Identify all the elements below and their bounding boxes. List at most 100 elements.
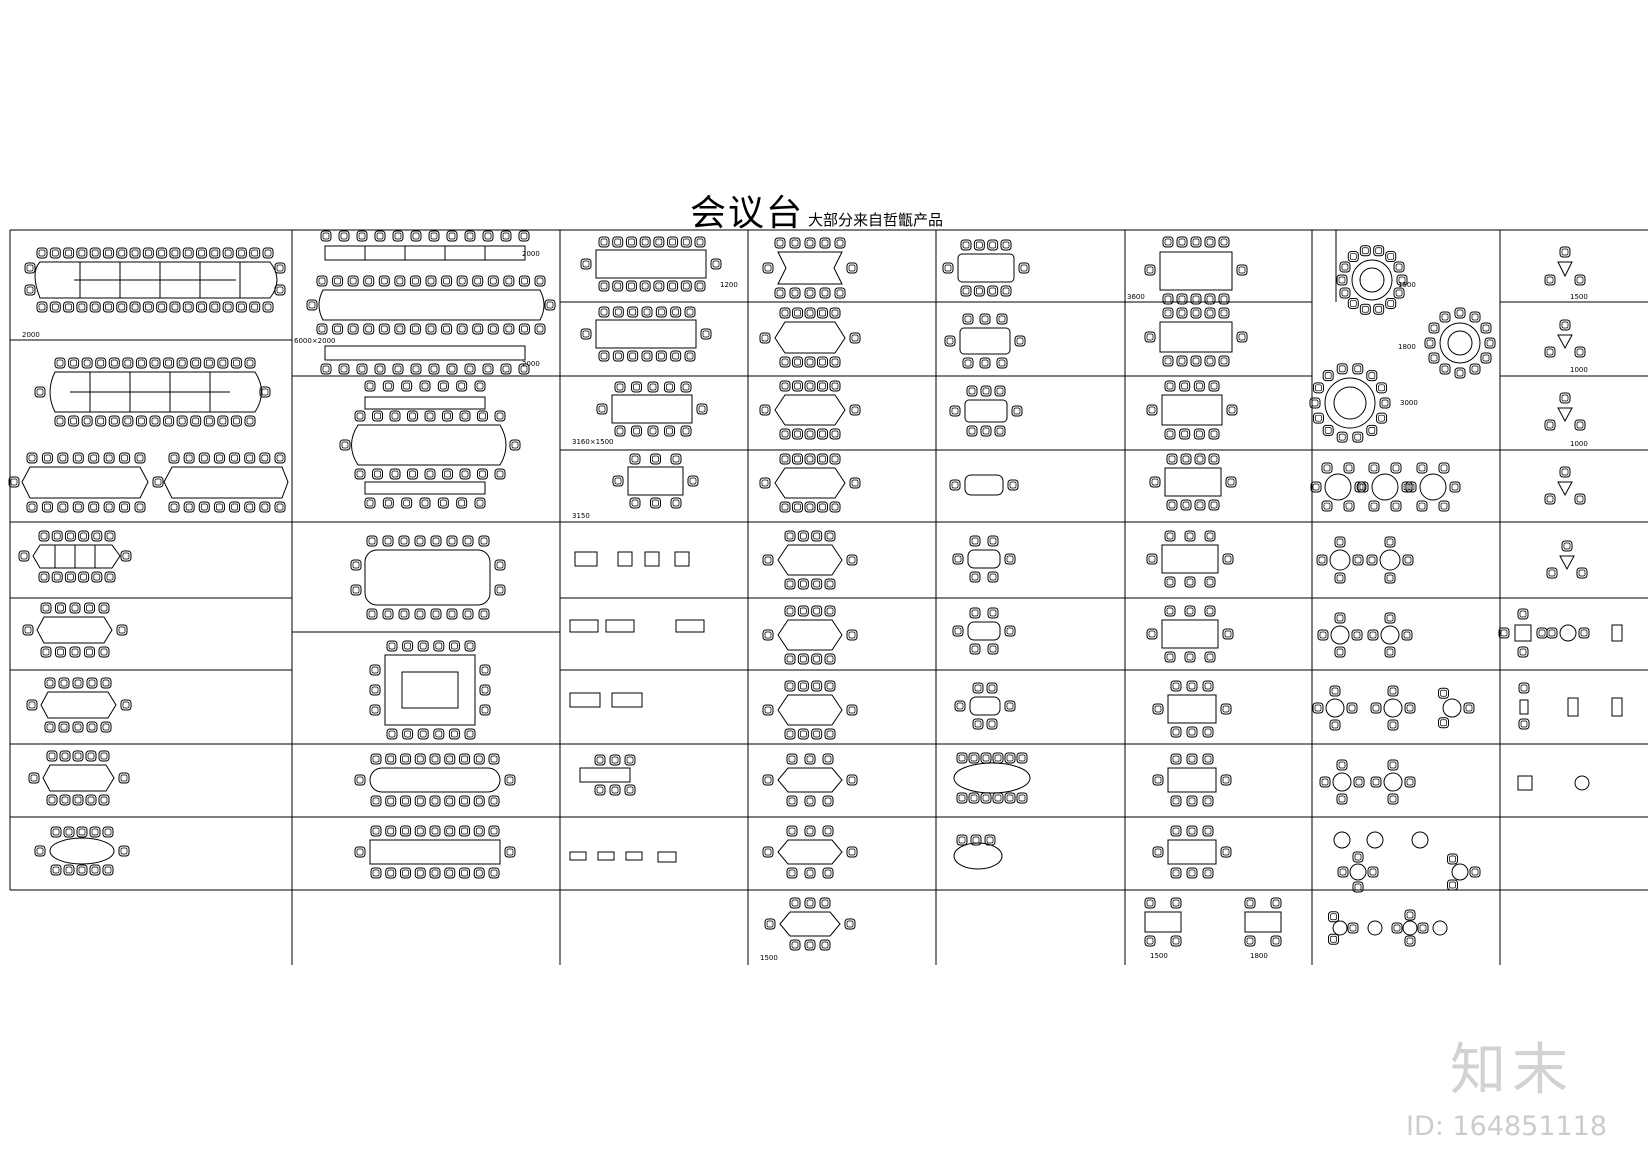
chair-icon bbox=[262, 247, 274, 259]
chair-icon bbox=[203, 415, 215, 427]
chair-icon bbox=[464, 230, 476, 242]
chair-icon bbox=[710, 258, 722, 270]
chair-icon bbox=[249, 301, 261, 313]
chair-icon bbox=[612, 350, 624, 362]
chair-icon bbox=[759, 477, 771, 489]
chair-icon bbox=[942, 262, 954, 274]
chair-icon bbox=[444, 867, 456, 879]
chair-icon bbox=[102, 864, 114, 876]
chair-icon bbox=[222, 301, 234, 313]
chair-icon bbox=[1370, 776, 1382, 788]
chair-icon bbox=[972, 718, 984, 730]
chair-icon bbox=[797, 728, 809, 740]
chair-icon bbox=[980, 752, 992, 764]
chair-icon bbox=[244, 501, 256, 513]
chair-icon bbox=[407, 410, 418, 422]
chair-icon bbox=[382, 380, 394, 392]
chair-icon bbox=[488, 867, 500, 879]
chair-icon bbox=[762, 774, 774, 786]
chair-icon bbox=[1225, 476, 1237, 488]
chair-icon bbox=[437, 497, 449, 509]
chair-icon bbox=[680, 236, 692, 248]
chair-icon bbox=[1193, 380, 1205, 392]
chair-icon bbox=[64, 571, 76, 583]
chair-icon bbox=[680, 425, 692, 437]
chair-icon bbox=[846, 846, 858, 858]
chair-icon bbox=[72, 501, 84, 513]
chair-icon bbox=[956, 834, 968, 846]
chair-icon bbox=[786, 825, 798, 837]
chair-icon bbox=[430, 608, 442, 620]
chair-icon bbox=[366, 608, 378, 620]
chair-icon bbox=[1438, 687, 1449, 699]
chair-icon bbox=[667, 280, 679, 292]
chair-icon bbox=[973, 239, 985, 251]
chair-icon bbox=[429, 795, 441, 807]
chair-icon bbox=[952, 553, 964, 565]
chair-icon bbox=[119, 501, 131, 513]
chair-icon bbox=[1428, 322, 1440, 334]
chair-icon bbox=[363, 275, 375, 287]
chair-icon bbox=[797, 530, 809, 542]
chair-icon bbox=[1336, 759, 1348, 771]
chair-icon bbox=[1220, 703, 1232, 715]
chair-icon bbox=[91, 530, 103, 542]
chair-icon bbox=[824, 653, 836, 665]
label-r1: 3000 bbox=[1400, 399, 1418, 407]
chair-icon bbox=[385, 795, 397, 807]
chair-icon bbox=[1004, 625, 1016, 637]
chair-icon bbox=[63, 301, 75, 313]
chair-icon bbox=[1438, 500, 1450, 512]
chair-icon bbox=[1384, 646, 1396, 658]
chair-icon bbox=[1424, 337, 1436, 349]
chair-icon bbox=[1454, 367, 1466, 379]
chair-icon bbox=[1559, 466, 1571, 478]
chair-icon bbox=[459, 468, 471, 480]
chair-icon bbox=[1016, 792, 1028, 804]
chair-icon bbox=[829, 501, 841, 513]
chair-icon bbox=[446, 230, 458, 242]
chair-icon bbox=[784, 653, 796, 665]
chair-icon bbox=[846, 774, 858, 786]
chair-icon bbox=[1387, 759, 1399, 771]
chair-icon bbox=[612, 475, 624, 487]
chair-icon bbox=[822, 825, 834, 837]
chair-icon bbox=[76, 301, 88, 313]
chair-icon bbox=[1202, 680, 1214, 692]
chair-icon bbox=[1334, 536, 1346, 548]
chair-icon bbox=[400, 753, 411, 765]
chair-icon bbox=[762, 554, 774, 566]
chair-icon bbox=[804, 237, 816, 249]
chair-icon bbox=[102, 301, 114, 313]
chair-icon bbox=[639, 280, 651, 292]
chair-icon bbox=[969, 571, 981, 583]
chair-icon bbox=[149, 357, 161, 369]
chair-icon bbox=[817, 356, 828, 368]
chair-icon bbox=[72, 794, 84, 806]
chair-icon bbox=[400, 795, 411, 807]
chair-icon bbox=[1312, 412, 1324, 424]
chair-icon bbox=[1339, 261, 1351, 273]
chair-icon bbox=[1179, 380, 1191, 392]
chair-icon bbox=[1367, 866, 1379, 878]
chair-icon bbox=[1402, 554, 1414, 566]
chair-icon bbox=[811, 728, 823, 740]
chair-icon bbox=[168, 452, 180, 464]
chair-icon bbox=[1544, 274, 1556, 286]
chair-icon bbox=[667, 236, 679, 248]
chair-icon bbox=[1561, 540, 1573, 552]
chair-icon bbox=[482, 363, 494, 375]
chair-icon bbox=[338, 363, 350, 375]
chair-icon bbox=[1202, 753, 1214, 765]
chair-icon bbox=[410, 363, 422, 375]
chair-icon bbox=[36, 301, 48, 313]
chair-icon bbox=[1164, 576, 1176, 588]
chair-icon bbox=[612, 236, 624, 248]
chair-icon bbox=[386, 728, 398, 740]
chair-icon bbox=[441, 323, 453, 335]
chair-icon bbox=[1352, 431, 1364, 443]
chair-icon bbox=[1368, 462, 1380, 474]
chair-icon bbox=[1438, 462, 1450, 474]
chair-icon bbox=[1439, 311, 1451, 323]
chair-icon bbox=[183, 501, 195, 513]
